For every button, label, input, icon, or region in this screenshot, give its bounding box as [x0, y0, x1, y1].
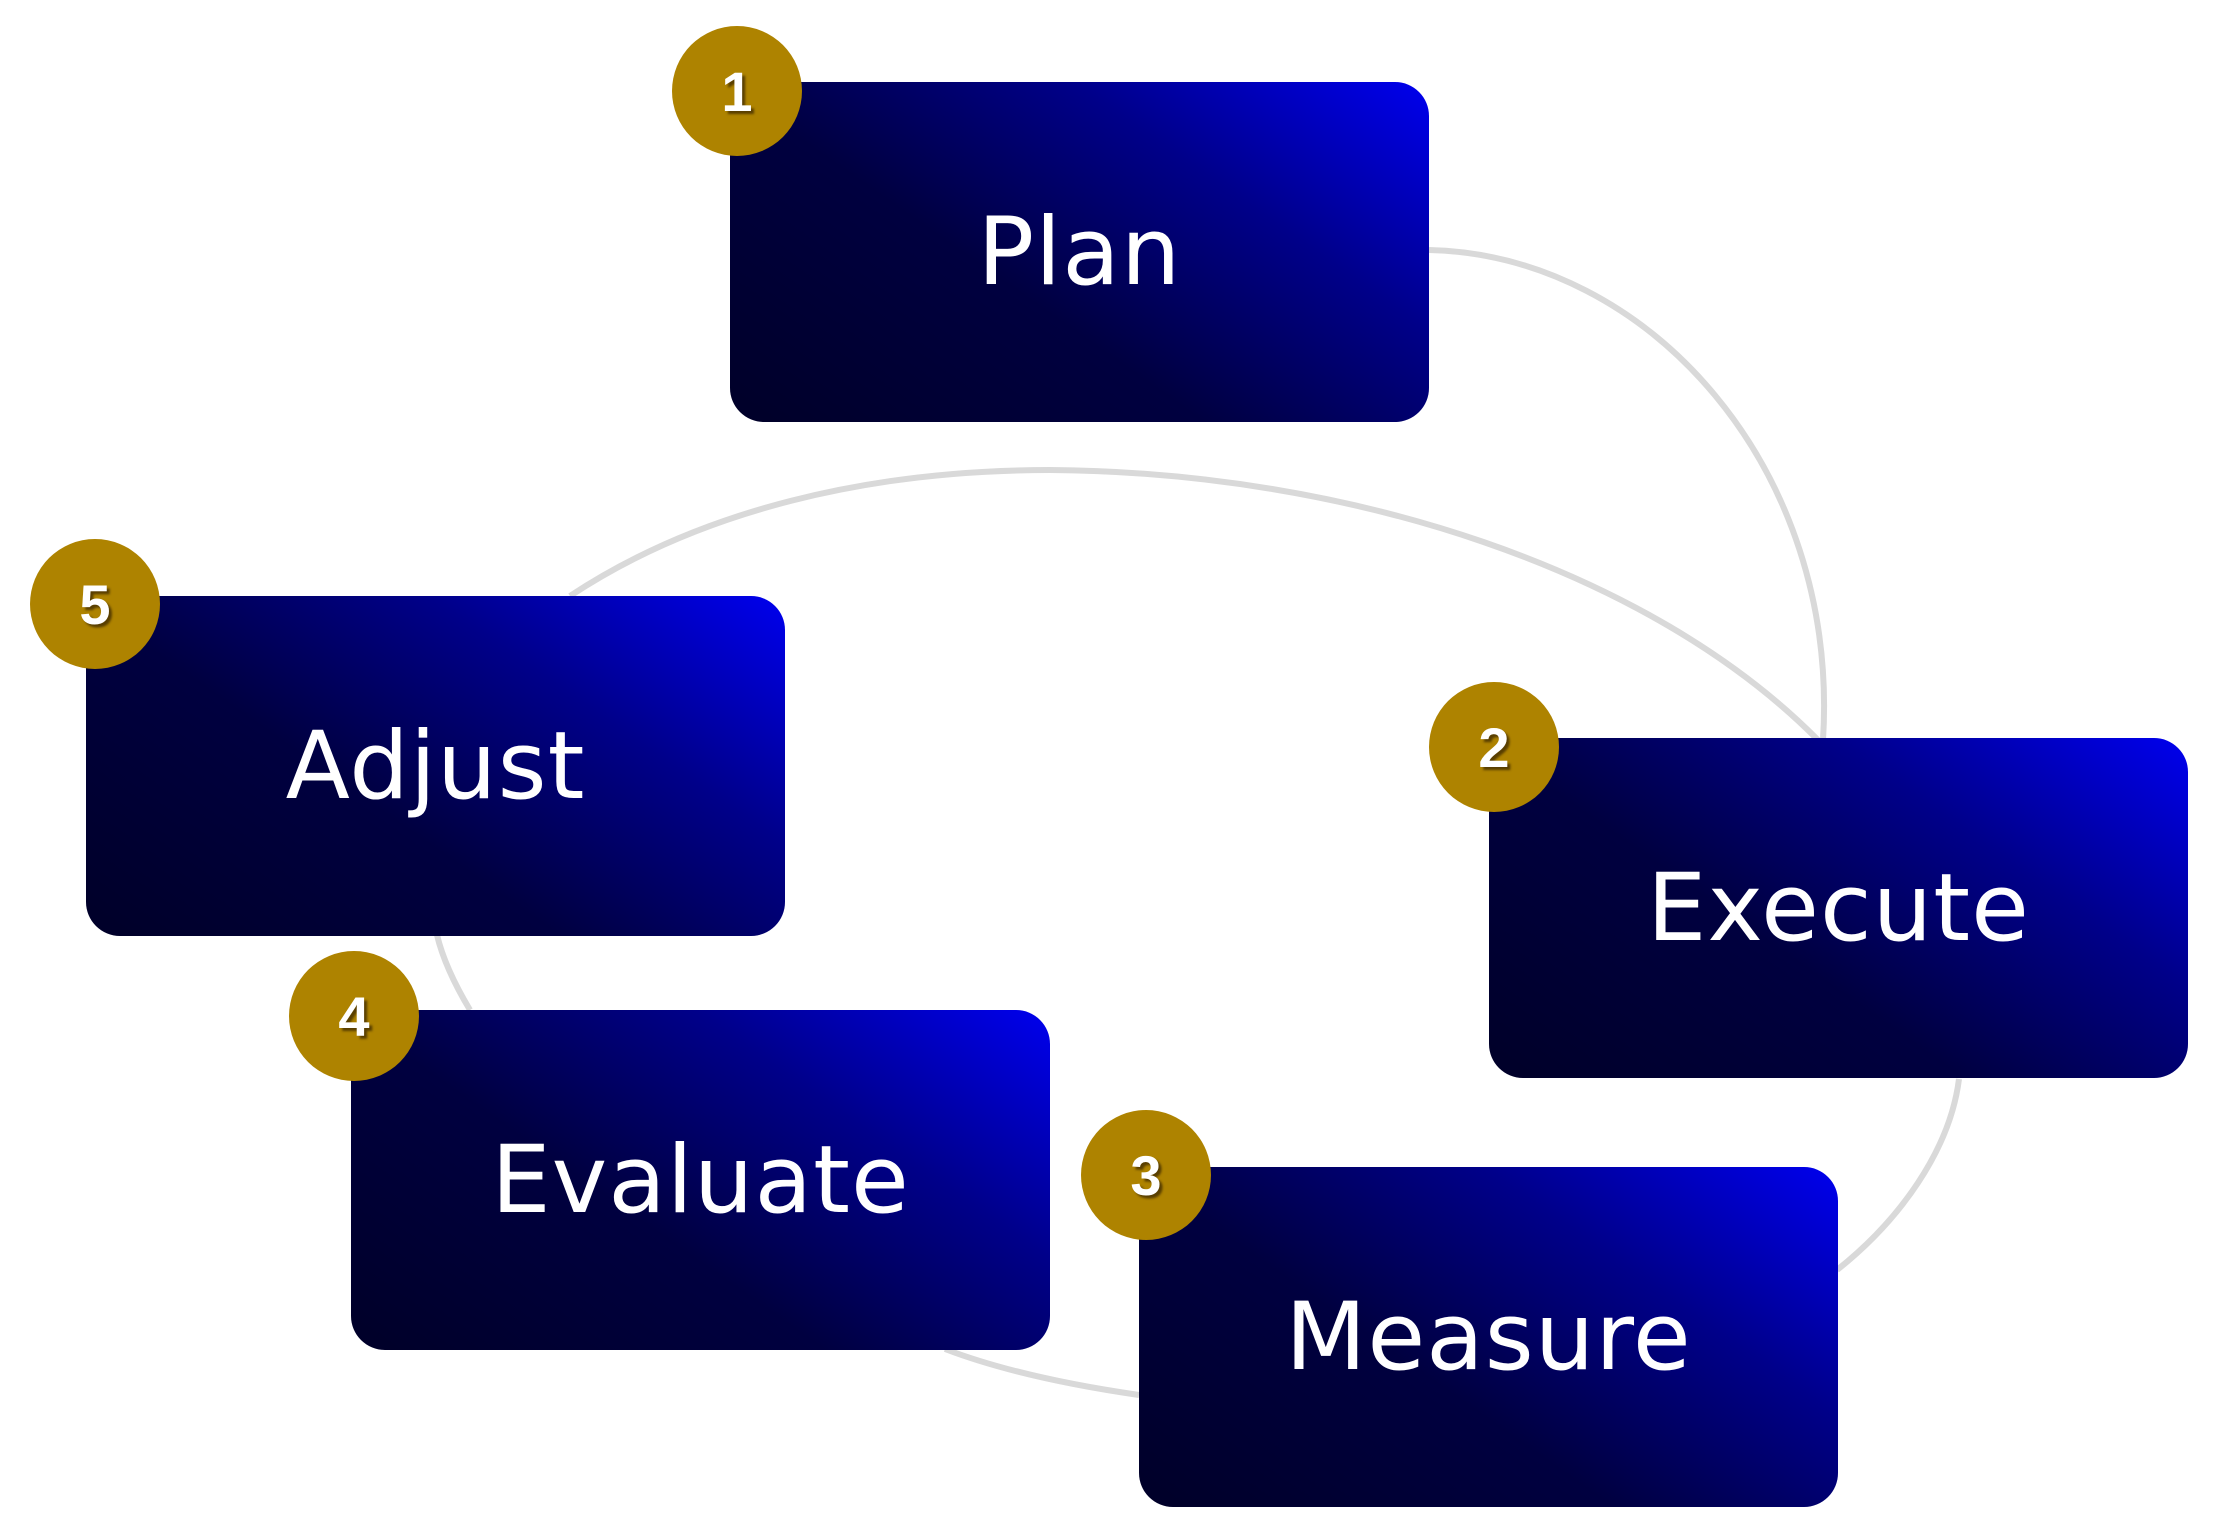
step-badge-4: 4: [289, 951, 419, 1081]
step-label: Adjust: [285, 711, 586, 821]
connector-adjust-execute: [568, 466, 1821, 743]
step-card-plan: Plan: [730, 82, 1429, 422]
step-badge-3: 3: [1081, 1110, 1211, 1240]
step-badge-1: 1: [672, 26, 802, 156]
step-card-adjust: Adjust: [86, 596, 785, 936]
connector-execute-measure: [1835, 1078, 1962, 1273]
step-number: 2: [1478, 715, 1510, 779]
connector-measure-evaluate: [943, 1346, 1140, 1398]
step-number: 5: [79, 572, 111, 636]
step-badge-2: 2: [1429, 682, 1559, 812]
connector-evaluate-adjust: [434, 934, 473, 1012]
step-card-evaluate: Evaluate: [351, 1010, 1050, 1350]
step-number: 4: [338, 984, 370, 1048]
connector-plan-execute: [1428, 247, 1828, 741]
step-number: 3: [1130, 1143, 1162, 1207]
step-label: Evaluate: [491, 1125, 910, 1235]
step-label: Plan: [977, 197, 1182, 307]
step-card-execute: Execute: [1489, 738, 2188, 1078]
step-label: Measure: [1285, 1282, 1692, 1392]
step-card-measure: Measure: [1139, 1167, 1838, 1507]
step-label: Execute: [1647, 853, 2030, 963]
step-number: 1: [721, 59, 753, 123]
step-badge-5: 5: [30, 539, 160, 669]
